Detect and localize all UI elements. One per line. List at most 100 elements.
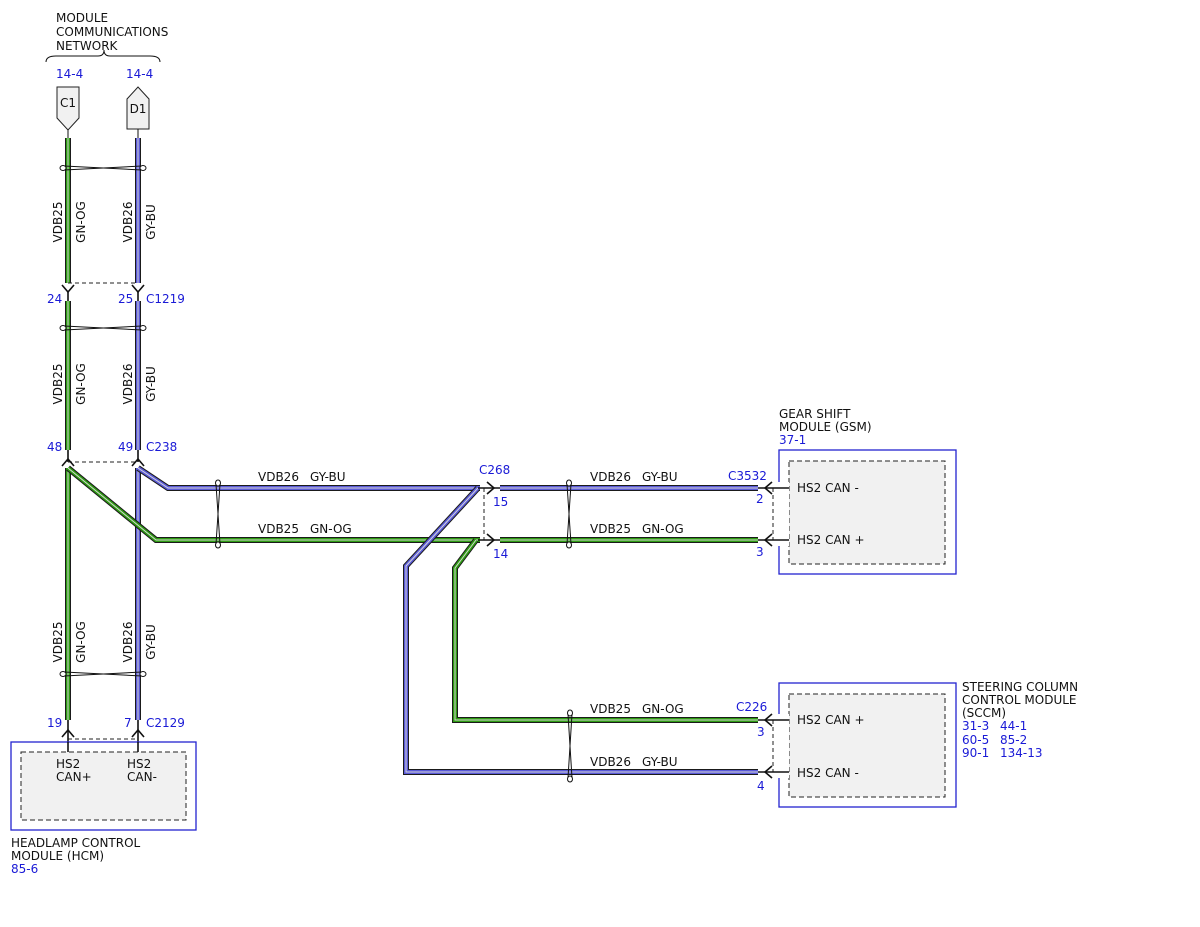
network-ref-c1: 14-4 — [56, 67, 83, 81]
gsm-pin-bottom: HS2 CAN + — [797, 533, 865, 547]
sccm-ref-3a: 90-1 — [962, 746, 989, 760]
label-gy-bu-h2: GY-BU — [642, 470, 678, 484]
hcm-ref: 85-6 — [11, 862, 38, 876]
label-gn-og-2: GN-OG — [74, 363, 88, 405]
label-vdb26-1: VDB26 — [121, 202, 135, 243]
network-title-line2: COMMUNICATIONS — [56, 25, 168, 39]
gsm-ref: 37-1 — [779, 433, 806, 447]
sccm-ref-3b: 134-13 — [1000, 746, 1043, 760]
twist-mark-1 — [59, 165, 147, 171]
gsm-title-line2: MODULE (GSM) — [779, 420, 872, 434]
connector-c226: C226 3 4 — [736, 700, 789, 793]
connector-c2129: 19 7 C2129 — [47, 716, 185, 752]
label-gn-og-1: GN-OG — [74, 201, 88, 243]
c268-pin-14: 14 — [493, 547, 508, 561]
sccm-ref-2a: 60-5 — [962, 733, 989, 747]
connector-c3532: C3532 2 3 — [728, 469, 789, 559]
network-bracket — [45, 49, 161, 63]
twist-mark-6 — [567, 709, 573, 783]
label-gy-bu-3: GY-BU — [144, 624, 158, 660]
sccm-module: HS2 CAN + HS2 CAN - STEERING COLUMN CONT… — [778, 680, 1078, 808]
c2129-label: C2129 — [146, 716, 185, 730]
hcm-pin-left-line1: HS2 — [56, 757, 80, 771]
label-gn-og-h1: GN-OG — [310, 522, 352, 536]
gsm-title-line1: GEAR SHIFT — [779, 407, 851, 421]
c268-pin-15: 15 — [493, 495, 508, 509]
c3532-pin-2: 2 — [756, 492, 764, 506]
wire-layer — [65, 138, 758, 775]
c2129-pin-19: 19 — [47, 716, 62, 730]
c238-label: C238 — [146, 440, 177, 454]
c3532-pin-3: 3 — [756, 545, 764, 559]
hcm-pin-left-line2: CAN+ — [56, 770, 92, 784]
wire-gy-bu-sccm — [403, 485, 758, 775]
network-title-line3: NETWORK — [56, 39, 119, 53]
label-gn-og-h2: GN-OG — [642, 522, 684, 536]
label-vdb25-3: VDB25 — [51, 622, 65, 663]
network-title-line1: MODULE — [56, 11, 108, 25]
sccm-ref-2b: 85-2 — [1000, 733, 1027, 747]
label-vdb25-1: VDB25 — [51, 202, 65, 243]
twist-marks — [59, 165, 573, 783]
horizontal-wire-labels: VDB26 GY-BU VDB25 GN-OG VDB26 GY-BU VDB2… — [258, 470, 684, 769]
vertical-wire-labels: VDB25 GN-OG VDB26 GY-BU VDB25 GN-OG VDB2… — [51, 201, 158, 663]
label-vdb25-2: VDB25 — [51, 364, 65, 405]
network-ref-d1: 14-4 — [126, 67, 153, 81]
twist-mark-3 — [59, 671, 147, 677]
c226-label: C226 — [736, 700, 767, 714]
wire-gy-bu-c238-c268 — [136, 465, 480, 491]
gsm-module: GEAR SHIFT MODULE (GSM) 37-1 HS2 CAN - H… — [778, 407, 957, 575]
label-gy-bu-2: GY-BU — [144, 366, 158, 402]
hcm-title-line1: HEADLAMP CONTROL — [11, 836, 141, 850]
label-gn-og-3: GN-OG — [74, 621, 88, 663]
network-header: MODULE COMMUNICATIONS NETWORK 14-4 14-4 … — [45, 11, 168, 138]
label-vdb26-3: VDB26 — [121, 622, 135, 663]
sccm-ref-1a: 31-3 — [962, 719, 989, 733]
c238-pin-49: 49 — [118, 440, 133, 454]
c268-label: C268 — [479, 463, 510, 477]
c3532-label: C3532 — [728, 469, 767, 483]
sccm-pin-top: HS2 CAN + — [797, 713, 865, 727]
twist-mark-5 — [566, 479, 572, 549]
c226-pin-3: 3 — [757, 725, 765, 739]
c1219-pin-25: 25 — [118, 292, 133, 306]
label-gn-og-h3: GN-OG — [642, 702, 684, 716]
gsm-inner — [788, 460, 946, 565]
hcm-title-line2: MODULE (HCM) — [11, 849, 104, 863]
connector-c1-label: C1 — [60, 96, 76, 110]
connector-c238: 48 49 C238 — [47, 440, 177, 467]
hcm-inner — [20, 751, 187, 821]
label-gy-bu-1: GY-BU — [144, 204, 158, 240]
gsm-pin-top: HS2 CAN - — [797, 481, 859, 495]
connector-c1219: 24 25 C1219 — [47, 282, 185, 306]
sccm-inner — [788, 693, 946, 798]
sccm-pin-bottom: HS2 CAN - — [797, 766, 859, 780]
c226-pin-4: 4 — [757, 779, 765, 793]
label-vdb26-h3: VDB26 — [590, 755, 631, 769]
connector-d1-label: D1 — [130, 102, 147, 116]
hcm-pin-right-line1: HS2 — [127, 757, 151, 771]
label-vdb25-h3: VDB25 — [590, 702, 631, 716]
label-vdb26-h1: VDB26 — [258, 470, 299, 484]
label-vdb26-h2: VDB26 — [590, 470, 631, 484]
sccm-title-line3: (SCCM) — [962, 706, 1006, 720]
c238-pin-48: 48 — [47, 440, 62, 454]
sccm-title-line1: STEERING COLUMN — [962, 680, 1078, 694]
label-vdb25-h2: VDB25 — [590, 522, 631, 536]
sccm-ref-1b: 44-1 — [1000, 719, 1027, 733]
c1219-label: C1219 — [146, 292, 185, 306]
wire-gn-og-c238-c268 — [66, 465, 480, 543]
connector-c1: C1 — [56, 86, 80, 138]
label-vdb26-2: VDB26 — [121, 364, 135, 405]
twist-mark-2 — [59, 325, 147, 331]
connector-d1: D1 — [126, 86, 150, 138]
label-gy-bu-h3: GY-BU — [642, 755, 678, 769]
label-vdb25-h1: VDB25 — [258, 522, 299, 536]
sccm-title-line2: CONTROL MODULE — [962, 693, 1077, 707]
twist-mark-4 — [215, 479, 221, 549]
label-gy-bu-h1: GY-BU — [310, 470, 346, 484]
c1219-pin-24: 24 — [47, 292, 62, 306]
connector-c268: C268 15 14 — [478, 463, 510, 561]
hcm-pin-right-line2: CAN- — [127, 770, 157, 784]
